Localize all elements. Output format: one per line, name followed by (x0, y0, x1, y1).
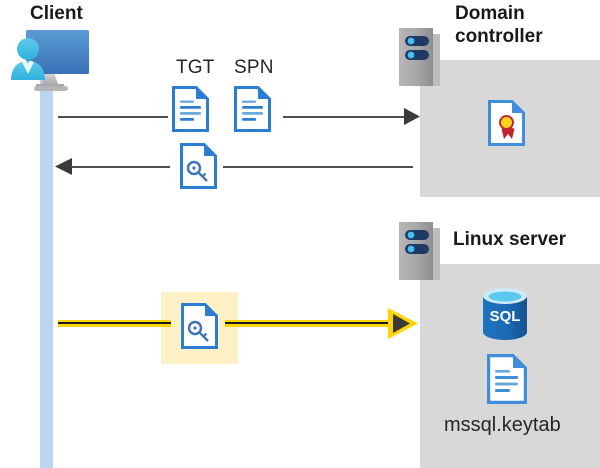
message-3-line-right (225, 320, 398, 327)
client-label: Client (30, 3, 83, 24)
message-1-arrowhead (404, 108, 420, 125)
document-icon (172, 86, 209, 132)
tgt-label: TGT (176, 57, 215, 78)
keytab-filename-label: mssql.keytab (444, 414, 561, 436)
user-with-monitor-icon (6, 26, 96, 98)
certificate-document-icon (488, 100, 525, 146)
document-icon (234, 86, 271, 132)
message-3-line-left (58, 320, 171, 327)
domain-controller-label-line1: Domain (455, 3, 525, 24)
message-2-arrowhead (55, 158, 72, 175)
message-1-line-right (283, 116, 411, 118)
message-1-line-left (58, 116, 168, 118)
sql-database-label: SQL (490, 308, 521, 325)
keytab-document-icon (487, 354, 527, 404)
client-lifeline (40, 70, 53, 468)
domain-controller-label-line2: controller (455, 26, 543, 47)
domain-controller-label: Domain controller (455, 2, 600, 48)
server-rack-icon (399, 28, 440, 86)
document-key-icon (180, 143, 217, 189)
message-2-line-left (70, 166, 170, 168)
message-2-line-right (223, 166, 413, 168)
linux-server-label: Linux server (453, 229, 566, 250)
document-key-icon (181, 303, 218, 349)
sql-database-icon: SQL (481, 287, 529, 341)
server-rack-icon (399, 222, 440, 280)
message-3-arrowhead (388, 308, 418, 339)
spn-label: SPN (234, 57, 274, 78)
